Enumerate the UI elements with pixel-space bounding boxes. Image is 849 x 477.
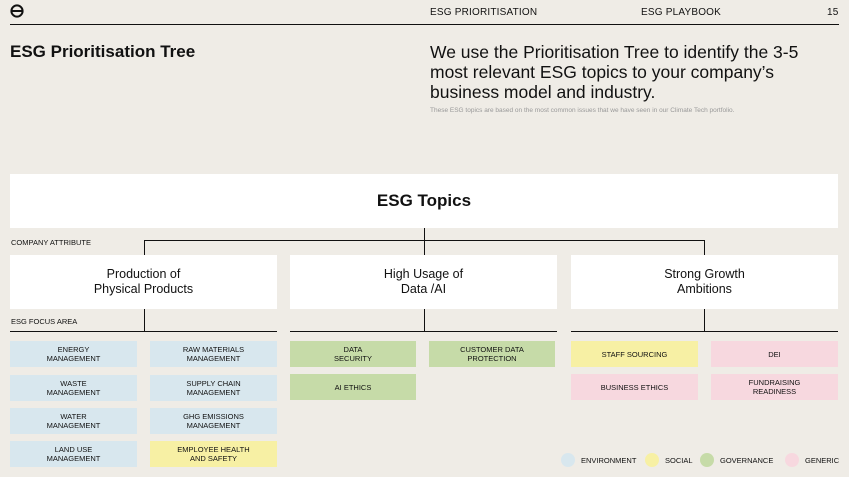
legend-environment-swatch xyxy=(561,453,575,467)
focus-employee-health-safety: EMPLOYEE HEALTH AND SAFETY xyxy=(150,441,277,467)
focus-divider-1 xyxy=(10,331,277,332)
focus-dei: DEI xyxy=(711,341,838,367)
footnote-text: These ESG topics are based on the most c… xyxy=(430,107,735,114)
focus-ai-ethics: AI ETHICS xyxy=(290,374,416,400)
focus-ghg-emissions-management: GHG EMISSIONS MANAGEMENT xyxy=(150,408,277,434)
connector-attr-1 xyxy=(144,240,145,255)
connector-focus-2-stem xyxy=(424,309,425,331)
tree-root-label: ESG Topics xyxy=(376,191,472,210)
header-section-title: ESG PRIORITISATION xyxy=(430,7,538,18)
connector-focus-3-stem xyxy=(704,309,705,331)
header-divider xyxy=(10,24,839,25)
focus-energy-management: ENERGY MANAGEMENT xyxy=(10,341,137,367)
legend-governance-swatch xyxy=(700,453,714,467)
focus-waste-management: WASTE MANAGEMENT xyxy=(10,375,137,401)
focus-staff-sourcing: STAFF SOURCING xyxy=(571,341,698,367)
header-document-title: ESG PLAYBOOK xyxy=(641,7,722,18)
focus-fundraising-readiness: FUNDRAISING READINESS xyxy=(711,374,838,400)
esg-focus-area-label: ESG FOCUS AREA xyxy=(11,317,78,326)
focus-supply-chain-management: SUPPLY CHAIN MANAGEMENT xyxy=(150,375,277,401)
attribute-physical-products: Production of Physical Products xyxy=(10,255,277,309)
tree-root-box: ESG Topics xyxy=(10,174,838,228)
attribute-growth-ambitions: Strong Growth Ambitions xyxy=(571,255,838,309)
legend-social: SOCIAL xyxy=(645,452,693,468)
focus-divider-3 xyxy=(571,331,838,332)
company-attribute-label: COMPANY ATTRIBUTE xyxy=(11,238,92,247)
focus-raw-materials-management: RAW MATERIALS MANAGEMENT xyxy=(150,341,277,367)
page-title: ESG Prioritisation Tree xyxy=(10,42,196,61)
connector-root-stem xyxy=(424,228,425,240)
legend-generic-swatch xyxy=(785,453,799,467)
attribute-data-ai: High Usage of Data /AI xyxy=(290,255,557,309)
focus-data-security: DATA SECURITY xyxy=(290,341,416,367)
intro-text: We use the Prioritisation Tree to identi… xyxy=(430,42,799,102)
brand-logo-icon xyxy=(10,4,24,18)
connector-attr-3 xyxy=(704,240,705,255)
focus-water-management: WATER MANAGEMENT xyxy=(10,408,137,434)
focus-divider-2 xyxy=(290,331,557,332)
connector-attr-2 xyxy=(424,240,425,255)
focus-customer-data-protection: CUSTOMER DATA PROTECTION xyxy=(429,341,555,367)
connector-focus-1-stem xyxy=(144,309,145,331)
legend-generic: GENERIC xyxy=(785,452,839,468)
page-number: 15 xyxy=(827,7,839,18)
legend-environment: ENVIRONMENT xyxy=(561,452,636,468)
focus-land-use-management: LAND USE MANAGEMENT xyxy=(10,441,137,467)
focus-business-ethics: BUSINESS ETHICS xyxy=(571,374,698,400)
legend-governance: GOVERNANCE xyxy=(700,452,773,468)
legend-social-swatch xyxy=(645,453,659,467)
